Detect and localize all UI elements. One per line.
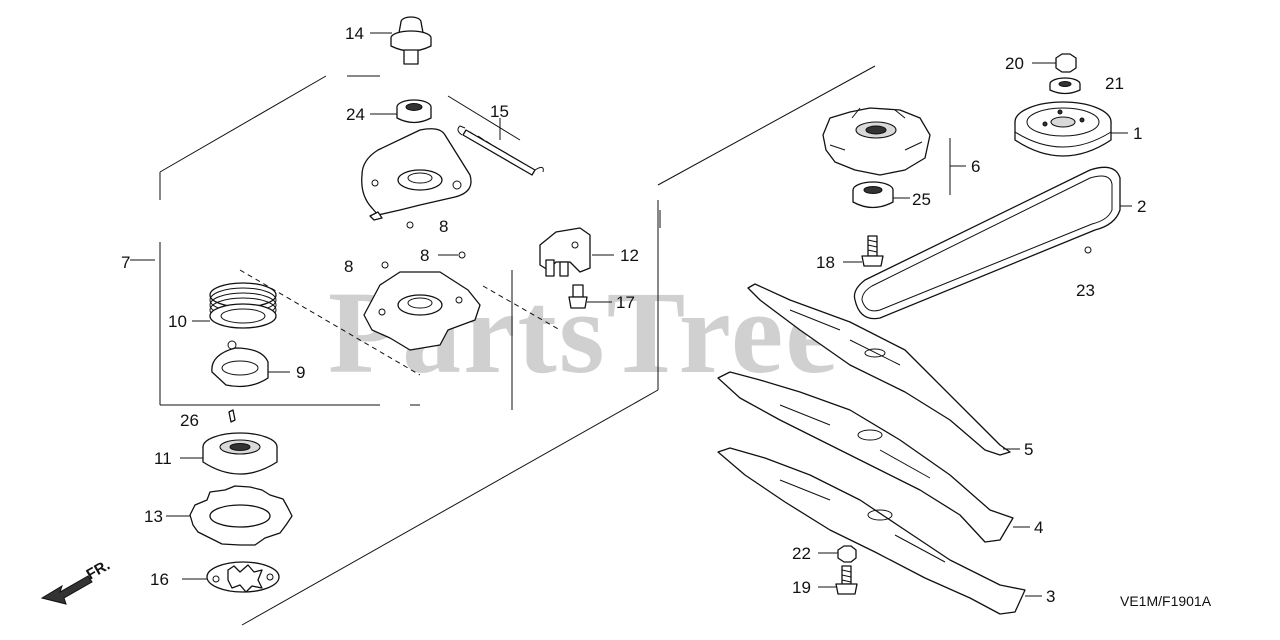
part-9-clip[interactable]: [211, 340, 290, 388]
part-19-bolt[interactable]: [818, 565, 858, 595]
part-17-bolt[interactable]: [568, 284, 612, 309]
part-18-bolt[interactable]: [843, 235, 884, 267]
callout-19: 19: [792, 578, 811, 597]
part-11-hub[interactable]: [180, 432, 278, 475]
callout-12: 12: [620, 246, 639, 265]
callout-6: 6: [971, 157, 980, 176]
front-direction-arrow: FR.: [40, 557, 113, 605]
part-upper-plate[interactable]: [361, 128, 472, 229]
part-22-nut[interactable]: [818, 545, 857, 563]
callout-15: 15: [490, 102, 509, 121]
part-8-pins[interactable]: [381, 251, 466, 269]
part-15-spring[interactable]: [457, 118, 544, 176]
callout-24: 24: [346, 105, 365, 124]
callout-5: 5: [1024, 440, 1033, 459]
callout-7: 7: [121, 253, 130, 272]
part-20-nut[interactable]: [1032, 53, 1077, 73]
callout-8: 8: [439, 217, 448, 236]
callout-9: 9: [296, 363, 305, 382]
callout-2: 2: [1137, 197, 1146, 216]
callout-23: 23: [1076, 281, 1095, 300]
part-16-lock-washer[interactable]: [182, 561, 280, 593]
part-lower-plate[interactable]: [363, 271, 481, 351]
part-10-coil[interactable]: [192, 282, 277, 329]
callout-17: 17: [616, 293, 635, 312]
callout-18: 18: [816, 253, 835, 272]
callout-10: 10: [168, 312, 187, 331]
part-2-belt[interactable]: [853, 166, 1132, 320]
callout-21: 21: [1105, 74, 1124, 93]
diagram-code: VE1M/F1901A: [1120, 593, 1212, 609]
assembly-7-outline: [130, 65, 876, 626]
part-3-blade[interactable]: [717, 447, 1042, 615]
callout-11: 11: [154, 449, 172, 468]
part-23-pin[interactable]: [1084, 246, 1092, 254]
callout-8: 8: [420, 246, 429, 265]
callout-labels: 14 24 15 8 8 8 7 10 9 26 11 13 16 12 17 …: [121, 24, 1146, 606]
callout-25: 25: [912, 190, 931, 209]
part-6-adapter[interactable]: [822, 107, 966, 195]
callout-22: 22: [792, 544, 811, 563]
callout-20: 20: [1005, 54, 1024, 73]
callout-4: 4: [1034, 518, 1043, 537]
callout-3: 3: [1046, 587, 1055, 606]
callout-26: 26: [180, 411, 199, 430]
callout-16: 16: [150, 570, 169, 589]
callout-8: 8: [344, 257, 353, 276]
part-21-washer[interactable]: [1049, 77, 1081, 95]
part-12-bracket[interactable]: [539, 227, 614, 277]
part-13-gear-washer[interactable]: [166, 485, 293, 546]
part-5-blade[interactable]: [747, 283, 1020, 456]
part-1-pulley[interactable]: [1014, 101, 1128, 157]
part-25-bearing[interactable]: [852, 181, 910, 209]
callout-14: 14: [345, 24, 364, 43]
part-14-cap[interactable]: [370, 16, 432, 65]
part-4-blade[interactable]: [717, 371, 1030, 543]
callout-1: 1: [1133, 124, 1142, 143]
part-24-bearing[interactable]: [370, 99, 432, 124]
callout-13: 13: [144, 507, 163, 526]
part-26-key[interactable]: [228, 409, 236, 423]
